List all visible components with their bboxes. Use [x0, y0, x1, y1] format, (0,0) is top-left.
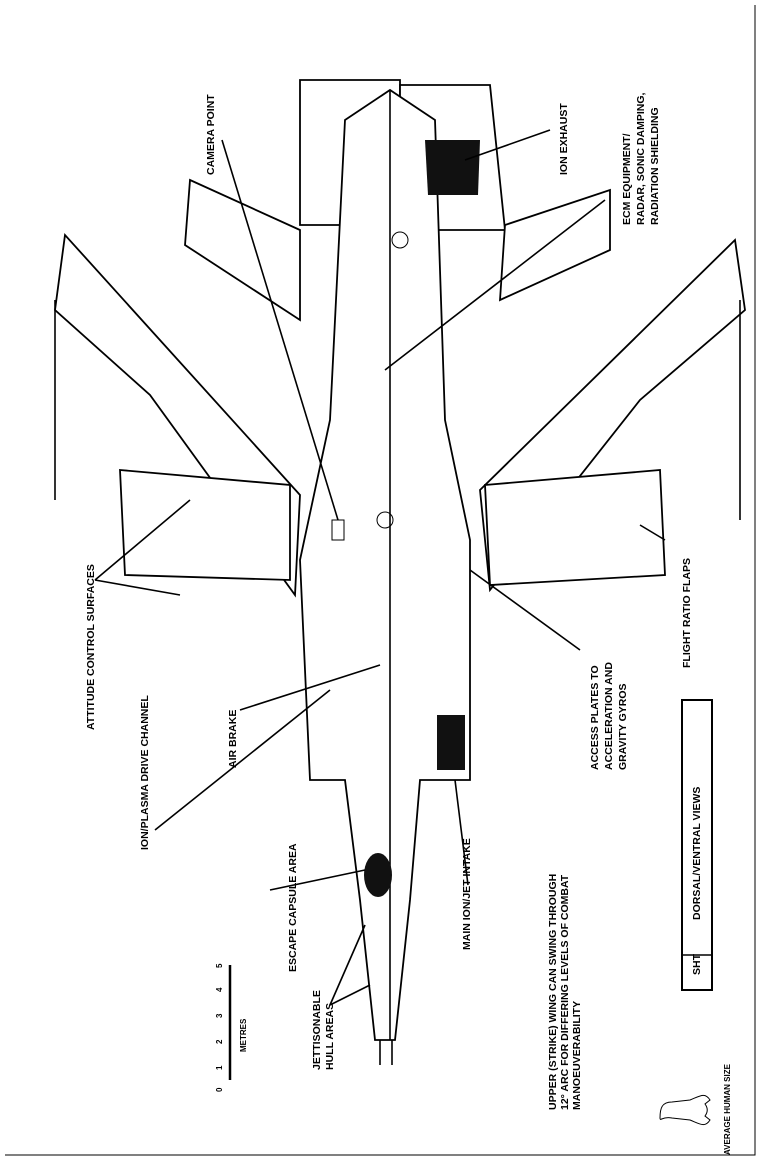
- label-attitude-control: ATTITUDE CONTROL SURFACES: [85, 564, 97, 730]
- view-title: DORSAL/VENTRAL VIEWS: [691, 787, 703, 920]
- label-average-human: AVERAGE HUMAN SIZE: [723, 1063, 732, 1155]
- intake-block: [437, 715, 465, 770]
- scale-label: METRES: [239, 1018, 248, 1052]
- label-access-3: GRAVITY GYROS: [617, 683, 629, 770]
- label-escape-capsule: ESCAPE CAPSULE AREA: [287, 843, 299, 972]
- scale-tick-4: 4: [215, 987, 224, 992]
- aircraft-drawing: [54, 79, 746, 1065]
- scale-tick-5: 5: [215, 963, 224, 968]
- label-ion-exhaust: ION EXHAUST: [558, 103, 570, 175]
- scale-tick-1: 1: [215, 1065, 224, 1070]
- exhaust-block: [425, 140, 480, 195]
- label-access-2: ACCELERATION AND: [603, 662, 615, 770]
- wing-note-1: UPPER (STRIKE) WING CAN SWING THROUGH: [547, 874, 559, 1110]
- human-figure-icon: [659, 1094, 711, 1126]
- leader-lines: [94, 129, 666, 1006]
- label-plasma-channel: ION/PLASMA DRIVE CHANNEL: [139, 695, 151, 850]
- label-jettison-1: JETTISONABLE: [311, 990, 323, 1070]
- label-ecm-3: RADIATION SHIELDING: [649, 107, 661, 225]
- scale-tick-0: 0: [215, 1087, 224, 1092]
- label-flight-ratio-flaps: FLIGHT RATIO FLAPS: [681, 558, 693, 668]
- wing-note-2: 12° ARC FOR DIFFERING LEVELS OF COMBAT: [559, 874, 571, 1110]
- label-ecm-1: ECM EQUIPMENT/: [621, 133, 633, 225]
- wing-note-3: MANOEUVERABILITY: [571, 1001, 583, 1110]
- label-ecm-2: RADAR, SONIC DAMPING,: [635, 92, 647, 225]
- label-air-brake: AIR BRAKE: [227, 710, 239, 768]
- page-border: [5, 5, 756, 1156]
- scale-tick-3: 3: [215, 1013, 224, 1018]
- label-main-intake: MAIN ION/JET INTAKE: [461, 838, 473, 950]
- sheet-label: SHT: [691, 953, 703, 975]
- title-block: SHT DORSAL/VENTRAL VIEWS: [681, 699, 713, 991]
- label-camera-point: CAMERA POINT: [205, 94, 217, 175]
- scale-tick-2: 2: [215, 1039, 224, 1044]
- scale-bar: 0 1 2 3 4 5 METRES: [215, 963, 248, 1092]
- label-access-1: ACCESS PLATES TO: [589, 665, 601, 770]
- label-jettison-2: HULL AREAS: [324, 1003, 336, 1070]
